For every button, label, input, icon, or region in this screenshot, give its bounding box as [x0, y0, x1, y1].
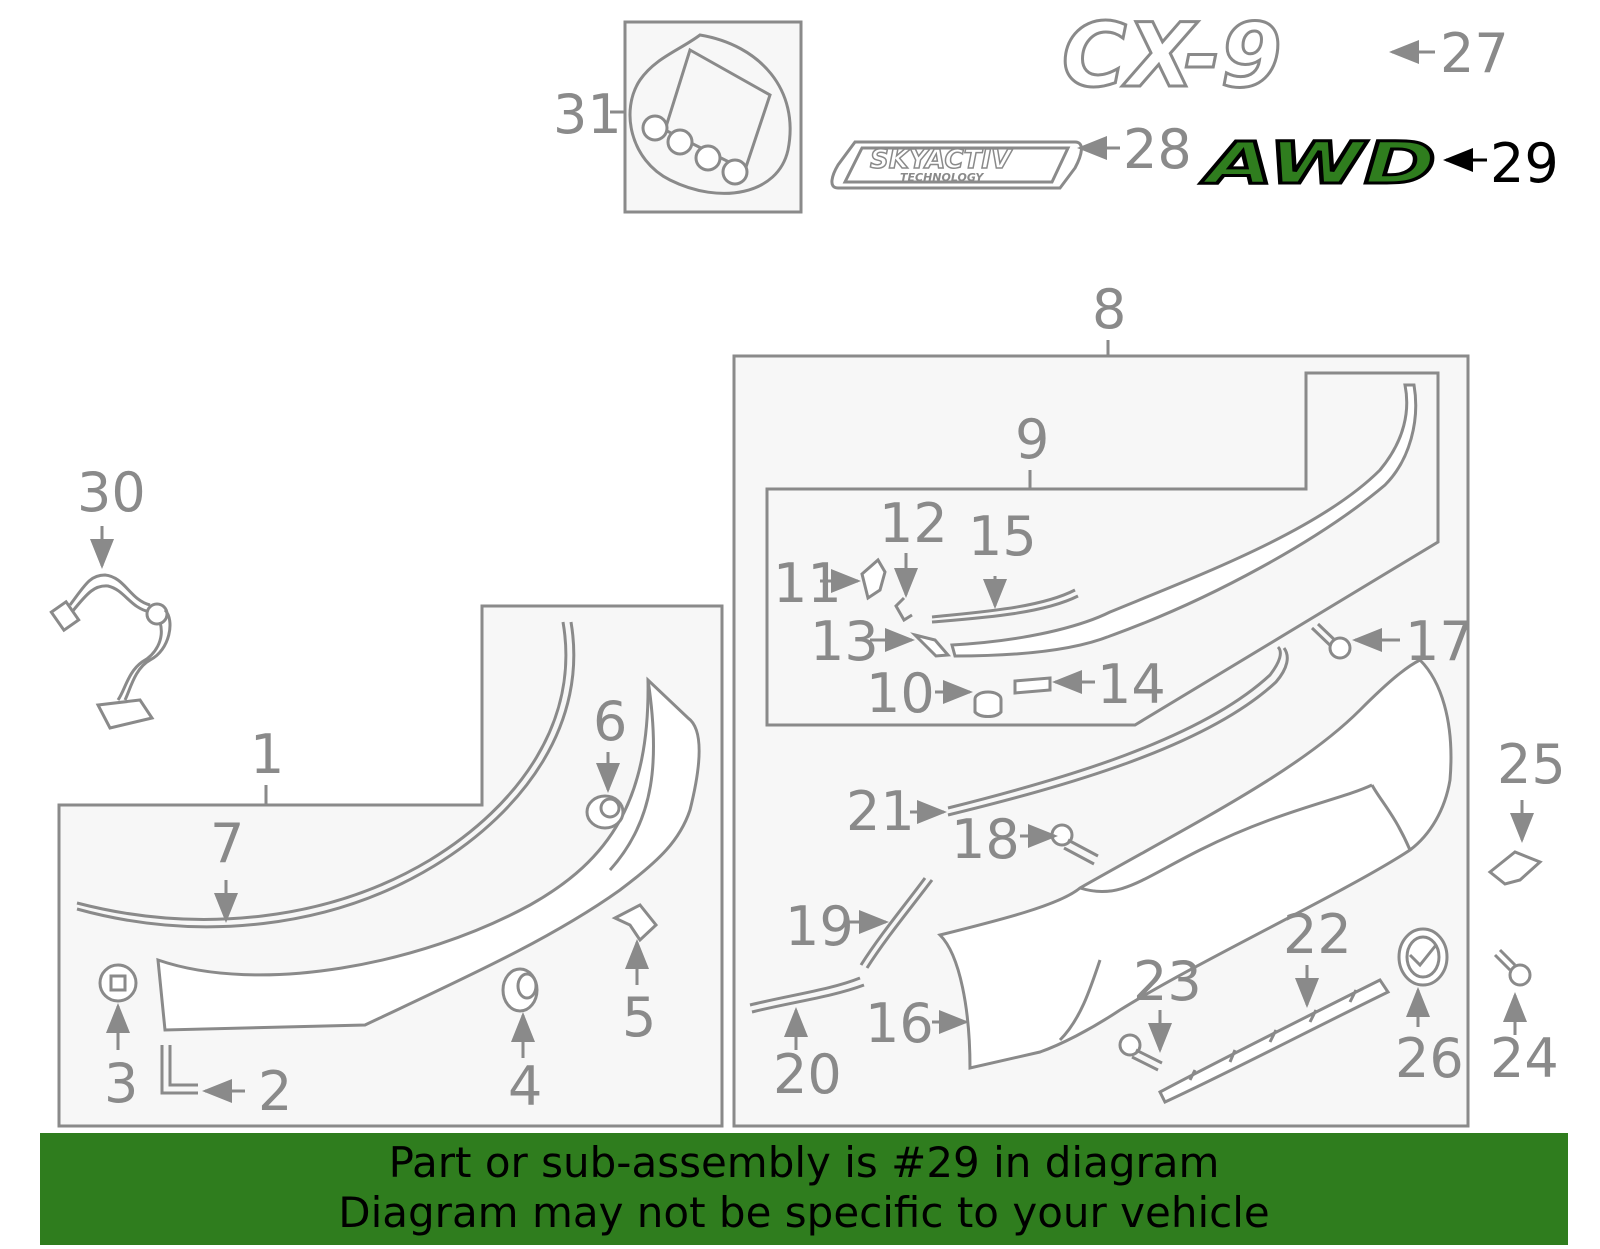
callout-22[interactable]: 22 [1283, 903, 1352, 966]
callout-9[interactable]: 9 [1015, 408, 1049, 471]
callout-2[interactable]: 2 [258, 1060, 292, 1123]
part-30-wire-harness [49, 526, 172, 730]
callout-30[interactable]: 30 [77, 461, 146, 524]
part-13-bracket [870, 628, 952, 658]
callout-29[interactable]: 29 [1490, 132, 1559, 195]
notice-banner: Part or sub-assembly is #29 in diagram D… [40, 1133, 1568, 1245]
awd-badge-text: AWD [1200, 129, 1436, 197]
part-4-grommet [501, 967, 539, 1058]
callout-18[interactable]: 18 [951, 808, 1020, 871]
part-9-garnish [950, 383, 1418, 658]
part-12-clip [894, 553, 918, 623]
callout-12[interactable]: 12 [879, 492, 948, 555]
part-20-strip [749, 976, 865, 1050]
part-24-bolt [1493, 948, 1532, 1035]
part-14-pad [1013, 670, 1095, 695]
callout-6[interactable]: 6 [593, 690, 627, 753]
callout-4[interactable]: 4 [508, 1055, 542, 1118]
callout-20[interactable]: 20 [773, 1043, 842, 1106]
part-6-clip [585, 752, 625, 830]
cx9-badge-text: CX-9 [1062, 4, 1282, 107]
callout-8[interactable]: 8 [1092, 278, 1126, 341]
part-10-cap [935, 680, 1003, 718]
callout-27[interactable]: 27 [1440, 22, 1509, 85]
part-27-cx9-badge: CX-9 [1061, 3, 1435, 109]
callout-13[interactable]: 13 [810, 610, 879, 673]
part-16-bumper-cover [932, 658, 1453, 1070]
part-31-kit-box [610, 20, 803, 214]
callout-25[interactable]: 25 [1497, 733, 1566, 796]
callout-11[interactable]: 11 [773, 552, 842, 615]
callout-3[interactable]: 3 [104, 1052, 138, 1115]
callout-23[interactable]: 23 [1133, 950, 1202, 1013]
part-28-skyactiv-badge: SKYACTIV TECHNOLOGY [830, 136, 1120, 190]
callout-19[interactable]: 19 [785, 895, 854, 958]
callout-26[interactable]: 26 [1395, 1027, 1464, 1090]
part-3-clip [98, 963, 138, 1050]
callout-5[interactable]: 5 [622, 986, 656, 1049]
callout-10[interactable]: 10 [866, 662, 935, 725]
assembly-9-box [765, 371, 1440, 727]
part-26-emblem [1397, 927, 1449, 1027]
part-11-bracket [820, 557, 887, 601]
callout-7[interactable]: 7 [210, 812, 244, 875]
callout-24[interactable]: 24 [1490, 1027, 1559, 1090]
part-29-awd-badge[interactable]: AWD [1199, 128, 1487, 199]
part-25-clip [1487, 800, 1543, 886]
notice-line-2: Diagram may not be specific to your vehi… [338, 1188, 1270, 1237]
part-1-wheel-arch-flare [156, 676, 701, 1032]
part-17-bolt [1310, 622, 1400, 660]
callout-31[interactable]: 31 [553, 83, 622, 146]
part-19-strip [846, 877, 934, 969]
technology-badge-text: TECHNOLOGY [900, 171, 984, 184]
part-21-molding [910, 645, 1289, 824]
part-2-bracket [160, 1045, 245, 1103]
part-5-bracket [611, 903, 659, 985]
callout-28[interactable]: 28 [1123, 118, 1192, 181]
callout-21[interactable]: 21 [846, 780, 915, 843]
part-7-molding [76, 621, 576, 929]
part-18-bolt [1020, 823, 1099, 866]
part-15-strip [931, 576, 1079, 624]
part-23-bolt [1118, 1010, 1172, 1072]
callout-1[interactable]: 1 [250, 723, 284, 786]
part-22-rail [1158, 965, 1391, 1104]
callout-16[interactable]: 16 [865, 992, 934, 1055]
callout-15[interactable]: 15 [968, 505, 1037, 568]
skyactiv-badge-text: SKYACTIV [870, 145, 1013, 175]
callout-14[interactable]: 14 [1097, 653, 1166, 716]
notice-line-1: Part or sub-assembly is #29 in diagram [388, 1138, 1220, 1187]
